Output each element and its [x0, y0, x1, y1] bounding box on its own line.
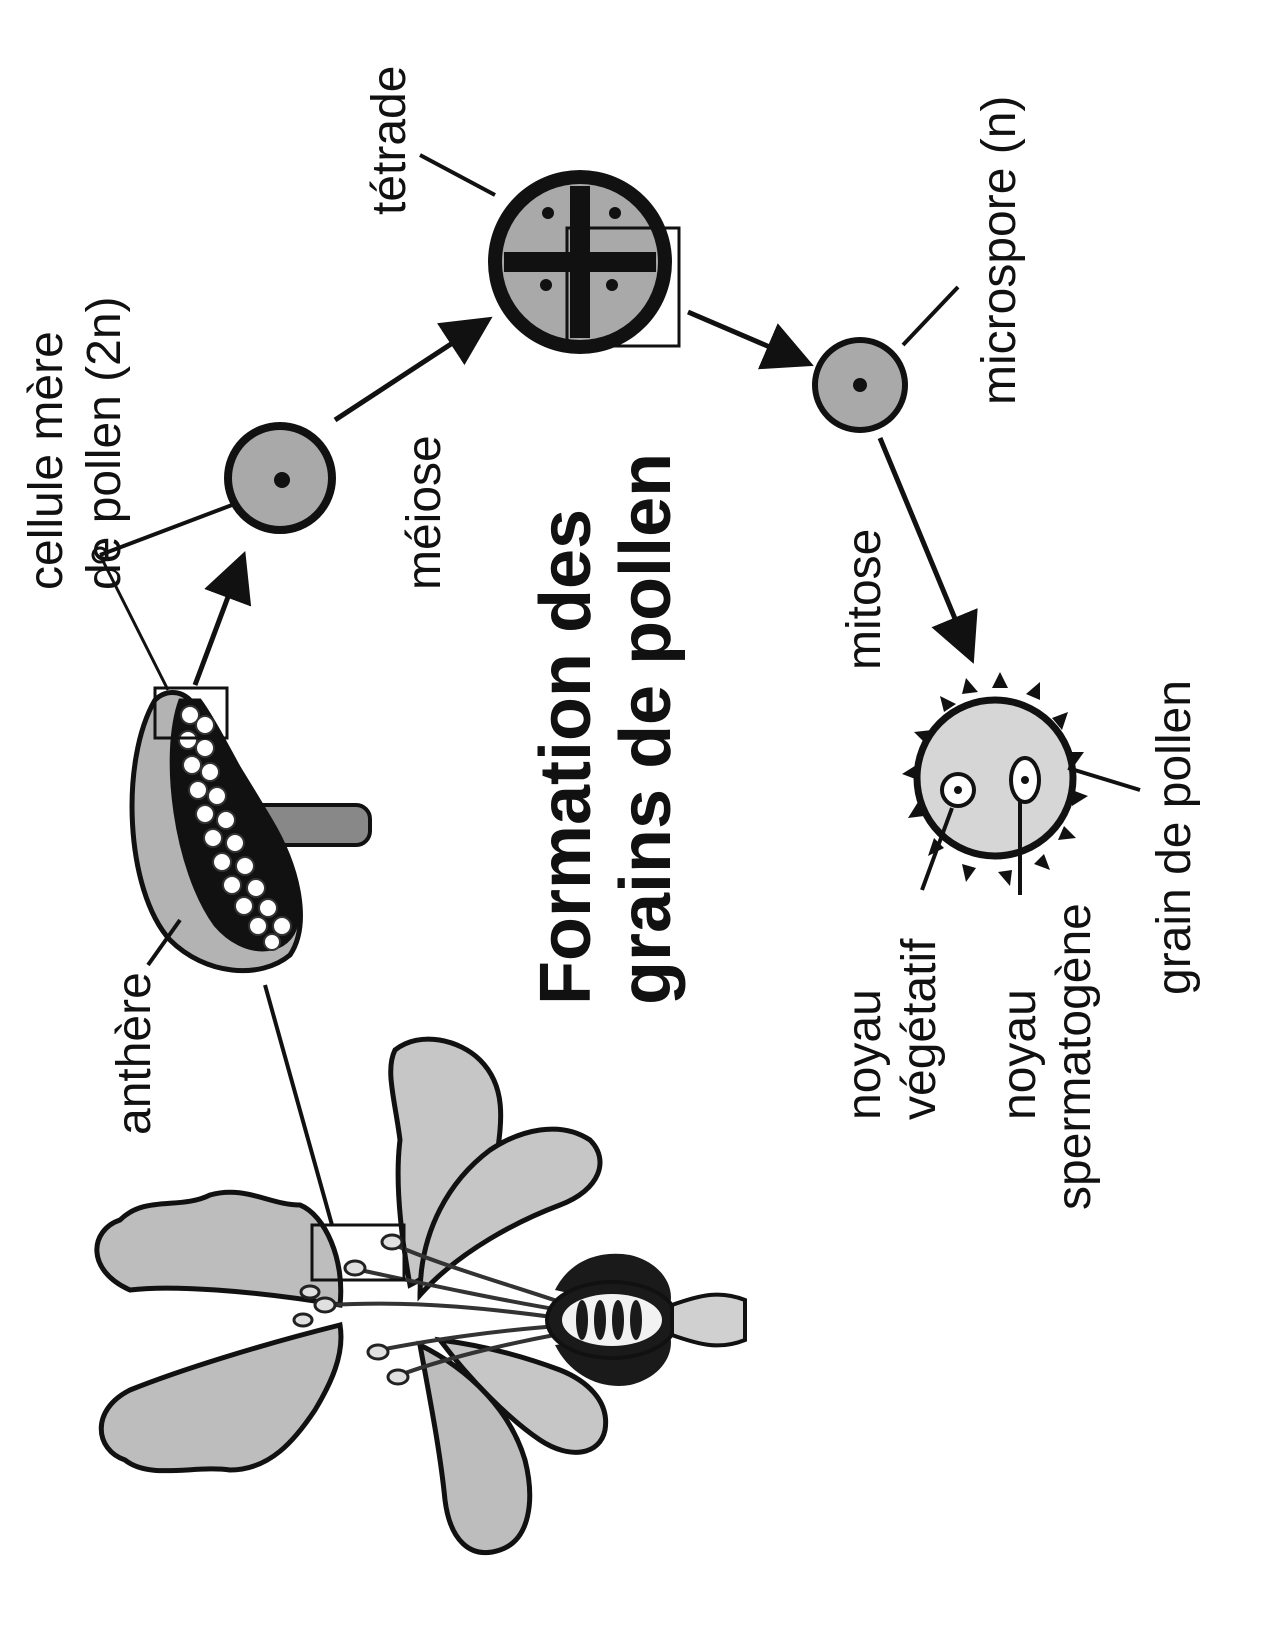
label-mitose: mitose	[838, 529, 891, 670]
pollen-grain-leader	[1068, 768, 1140, 790]
label-cellule-mere-line1: cellule mère	[20, 331, 73, 590]
label-grain-de-pollen: grain de pollen	[1148, 680, 1201, 995]
label-meiose: méiose	[398, 435, 451, 590]
petal-bottom-left	[101, 1325, 341, 1471]
label-noyau-spermatogene-line2: spermatogène	[1048, 903, 1101, 1210]
diagram-title-line1: Formation des	[526, 509, 606, 1005]
label-noyau-spermatogene-line1: noyau	[993, 989, 1046, 1120]
pollen-grain	[902, 672, 1088, 886]
label-noyau-vegetatif-line1: noyau	[838, 989, 891, 1120]
tetrade	[488, 170, 679, 354]
label-anthere: anthère	[108, 972, 161, 1135]
tetrade-leader	[420, 155, 495, 195]
label-microspore: microspore (n)	[973, 96, 1026, 405]
flower-to-anther-line	[265, 985, 332, 1225]
microspore	[815, 340, 905, 430]
anther-illustration	[132, 688, 370, 971]
arrow-meiose	[335, 325, 480, 420]
label-cellule-mere-line2: de pollen (2n)	[78, 296, 131, 590]
flower-illustration	[97, 1039, 745, 1552]
label-noyau-vegetatif-line2: végétatif	[893, 938, 946, 1120]
pedicel	[672, 1295, 745, 1346]
microspore-leader	[903, 287, 958, 345]
diagram-title-line2: grains de pollen	[606, 453, 686, 1005]
label-tetrade: tétrade	[363, 66, 416, 215]
arrow-mitose	[880, 438, 968, 650]
arrow-tetrade-to-microspore	[688, 312, 800, 360]
pollen-mother-cell	[228, 426, 332, 530]
arrow-anther-to-mother-cell	[195, 565, 240, 685]
